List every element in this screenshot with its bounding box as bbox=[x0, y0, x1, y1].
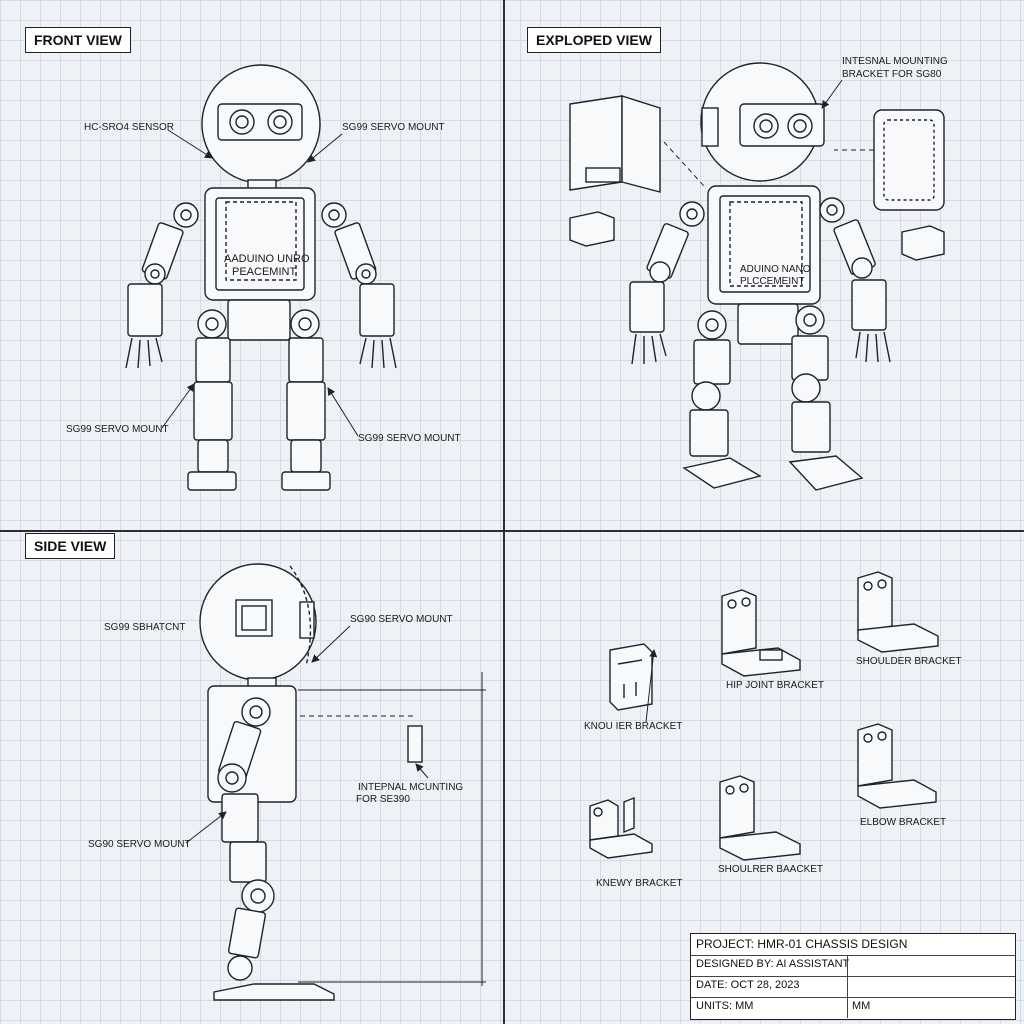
shoulrer-bracket bbox=[719, 775, 801, 861]
front-arduino-label-2: PEACEMINT bbox=[232, 266, 296, 278]
exploded-bracket-label-2: BRACKET FOR SG80 bbox=[842, 69, 942, 80]
elbow-bracket bbox=[857, 723, 937, 809]
side-internal-bracket bbox=[407, 725, 423, 763]
elbow-bracket-label: ELBOW BRACKET bbox=[860, 817, 946, 828]
side-robot bbox=[199, 563, 335, 1001]
side-servo-mount-top-label: SG90 SERVO MOUNT bbox=[350, 614, 453, 625]
side-internal-label-1: INTEPNAL MCUNTING bbox=[358, 782, 463, 793]
title-block-units: UNITS: MM bbox=[696, 1000, 754, 1012]
exploded-side-panel-right bbox=[873, 109, 945, 211]
title-block-project: PROJECT: HMR-01 CHASSIS DESIGN bbox=[696, 937, 908, 951]
shoulder-bracket-top bbox=[857, 571, 939, 653]
hip-joint-bracket bbox=[721, 589, 801, 677]
vertical-divider bbox=[503, 0, 505, 1024]
side-view-label: SIDE VIEW bbox=[25, 533, 116, 559]
shoulrer-bracket-label: SHOULRER BAACKET bbox=[718, 864, 823, 875]
front-arduino-label-1: AADUINO UNRO bbox=[224, 253, 310, 265]
side-servo-mount-bottom-label: SG90 SERVO MOUNT bbox=[88, 839, 191, 850]
hip-joint-bracket-label: HIP JOINT BRACKET bbox=[726, 680, 824, 691]
side-sensor-label: SG99 SBHATCNT bbox=[104, 622, 186, 633]
title-block-designer: DESIGNED BY: AI ASSISTANT bbox=[696, 958, 850, 970]
front-torso bbox=[204, 187, 316, 301]
front-servo-mount-left-label: SG99 SERVO MOUNT bbox=[66, 424, 169, 435]
exploded-robot bbox=[569, 62, 945, 491]
title-block: PROJECT: HMR-01 CHASSIS DESIGN DESIGNED … bbox=[690, 933, 1016, 1020]
exploded-side-panel-left bbox=[569, 95, 623, 191]
front-servo-mount-top-label: SG99 SERVO MOUNT bbox=[342, 122, 445, 133]
title-block-date: DATE: OCT 28, 2023 bbox=[696, 979, 800, 991]
side-internal-label-2: FOR SE390 bbox=[356, 794, 410, 805]
title-block-units-value: MM bbox=[852, 1000, 871, 1012]
front-robot bbox=[125, 64, 397, 491]
front-view-label: FRONT VIEW bbox=[25, 27, 131, 53]
exploded-arduino-label-1: ADUINO NANO bbox=[740, 264, 811, 275]
knouler-bracket-label: KNOU IER BRACKET bbox=[584, 721, 682, 732]
horizontal-divider bbox=[0, 530, 1024, 532]
exploded-arduino-label-2: PLCCEMEINT bbox=[740, 276, 804, 287]
front-servo-mount-right-label: SG99 SERVO MOUNT bbox=[358, 433, 461, 444]
exploded-view-label: EXPLOPED VIEW bbox=[527, 27, 661, 53]
knouler-bracket bbox=[609, 643, 653, 711]
exploded-bracket-label-1: INTESNAL MOUNTING bbox=[842, 56, 948, 67]
shoulder-bracket-top-label: SHOULDER BRACKET bbox=[856, 656, 962, 667]
knewy-bracket-label: KNEWY BRACKET bbox=[596, 878, 683, 889]
front-sensor-label: HC-SRO4 SENSOR bbox=[84, 122, 174, 133]
knewy-bracket bbox=[589, 796, 653, 859]
